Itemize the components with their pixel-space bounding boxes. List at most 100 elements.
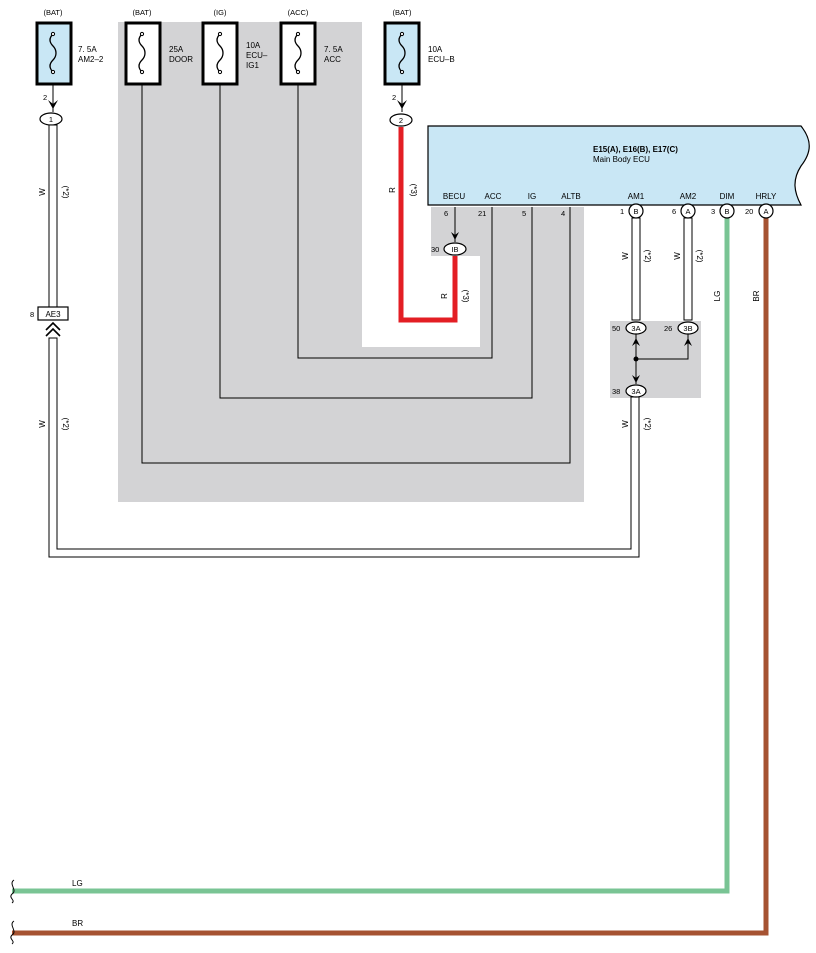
- fuse-box: [124, 21, 162, 86]
- pin-number: 6: [444, 209, 448, 218]
- connector-2: [389, 113, 413, 127]
- wire-break-icon: [10, 920, 15, 945]
- fuse-source-label: (BAT): [43, 8, 63, 17]
- fuse-door: (BAT) 25A DOOR: [124, 8, 193, 86]
- pin-number: 8: [30, 310, 34, 319]
- connector-label: 2: [399, 116, 403, 125]
- arrow-up-icon: [684, 338, 692, 346]
- wire-break-icon: [10, 879, 15, 904]
- terminal-becu: BECU: [443, 192, 465, 201]
- connector-label: 3A: [631, 324, 640, 333]
- connector-label: 3B: [683, 324, 692, 333]
- connector-a-hrly: [758, 203, 774, 219]
- pin-number: 1: [620, 207, 624, 216]
- wire-color-label: LG: [72, 879, 83, 888]
- fuse-source-label: (BAT): [132, 8, 152, 17]
- wire-color-label: W: [621, 420, 630, 428]
- pin-number: 4: [561, 209, 565, 218]
- fuse-symbol-icon: [216, 33, 224, 73]
- ecu-subtitle: Main Body ECU: [593, 155, 650, 164]
- fuse-name: ECU–: [246, 51, 268, 60]
- main-body-ecu: E15(A), E16(B), E17(C) Main Body ECU BEC…: [427, 125, 810, 218]
- pin-number: 6: [672, 207, 676, 216]
- wire-dim-lg: LG LG: [10, 218, 730, 904]
- wire-color-label: BR: [72, 919, 83, 928]
- fuse-am2-2: (BAT) 7. 5A AM2–2: [35, 8, 104, 86]
- wire-color-label: W: [38, 420, 47, 428]
- connector-label: 1: [49, 115, 53, 124]
- ecu-title: E15(A), E16(B), E17(C): [593, 145, 678, 154]
- fuse-rating: 25A: [169, 45, 184, 54]
- wire-note: (*2): [643, 250, 652, 263]
- wire-color-label: R: [388, 187, 397, 193]
- terminal-am2: AM2: [680, 192, 697, 201]
- arrow-down-icon: [451, 232, 459, 240]
- wire-color-label: BR: [752, 290, 761, 301]
- connector-label: 3A: [631, 387, 640, 396]
- wire-color-label: R: [440, 293, 449, 299]
- fuse-name: AM2–2: [78, 55, 104, 64]
- wire-ecub-r: 2 2 R (*3) R (*3) IB 30: [388, 84, 470, 323]
- terminal-ig: IG: [528, 192, 536, 201]
- terminal-am1: AM1: [628, 192, 645, 201]
- wire-note: (*2): [643, 418, 652, 431]
- fuse-rating: 7. 5A: [324, 45, 343, 54]
- pin-number: 5: [522, 209, 526, 218]
- splice-point: [633, 356, 639, 362]
- fuse-ecu-b: (BAT) 10A ECU–B: [383, 8, 455, 86]
- wire-hrly-br: BR BR: [10, 218, 769, 945]
- pin-number: 2: [43, 93, 47, 102]
- fuse-symbol-icon: [49, 33, 57, 73]
- wire-am2-w: 2 1 W (*2) AE3 8 W (*2): [30, 84, 640, 558]
- connector-label: B: [724, 207, 729, 216]
- fuse-rating: 10A: [428, 45, 443, 54]
- pin-number: 50: [612, 324, 620, 333]
- wire-note: (*3): [409, 184, 418, 197]
- fuse-name: ECU–B: [428, 55, 455, 64]
- fuse-source-label: (IG): [214, 8, 227, 17]
- pin-number: 20: [745, 207, 753, 216]
- terminal-altb: ALTB: [561, 192, 580, 201]
- connector-label: A: [763, 207, 768, 216]
- wire-door-altb: [141, 84, 571, 464]
- fuse-source-label: (ACC): [288, 8, 309, 17]
- terminal-acc: ACC: [485, 192, 502, 201]
- wire-color-label: W: [38, 188, 47, 196]
- connector-ae3: [37, 306, 69, 321]
- fuse-name: ACC: [324, 55, 341, 64]
- fuse-symbol-icon: [398, 33, 406, 73]
- wire-color-label: LG: [713, 291, 722, 302]
- pin-number: 2: [392, 93, 396, 102]
- wire-note: (*2): [61, 418, 70, 431]
- pin-number: 3: [711, 207, 715, 216]
- wire-note: (*3): [461, 290, 470, 303]
- ecu-output-connectors: B A B A: [628, 203, 774, 219]
- connector-ib: [443, 242, 467, 256]
- fuse-source-label: (BAT): [392, 8, 412, 17]
- arrow-up-icon: [632, 338, 640, 346]
- fuse-name-line2: IG1: [246, 61, 259, 70]
- double-chevron-up-icon: [45, 321, 61, 337]
- ecu-box: [427, 125, 810, 206]
- fuse-rating: 7. 5A: [78, 45, 97, 54]
- connector-label: B: [633, 207, 638, 216]
- arrow-down-icon: [397, 100, 407, 109]
- fuse-box: [35, 21, 73, 86]
- gray-region-main: [118, 22, 584, 502]
- terminal-hrly: HRLY: [756, 192, 777, 201]
- terminal-dim: DIM: [720, 192, 735, 201]
- pin-number: 38: [612, 387, 620, 396]
- fuse-name: DOOR: [169, 55, 193, 64]
- wire-color-label: W: [621, 252, 630, 260]
- gray-zone-wires: [141, 84, 571, 464]
- fuse-symbol-icon: [138, 33, 146, 73]
- connector-label: AE3: [45, 310, 61, 319]
- fuse-rating: 10A: [246, 41, 261, 50]
- wire-ig1-ig: [219, 84, 533, 399]
- connector-3a-bottom: [625, 384, 647, 398]
- wire-note: (*2): [61, 186, 70, 199]
- connector-label: A: [685, 207, 690, 216]
- connector-label: IB: [451, 245, 458, 254]
- fuse-ecu-ig1: (IG) 10A ECU– IG1: [201, 8, 268, 86]
